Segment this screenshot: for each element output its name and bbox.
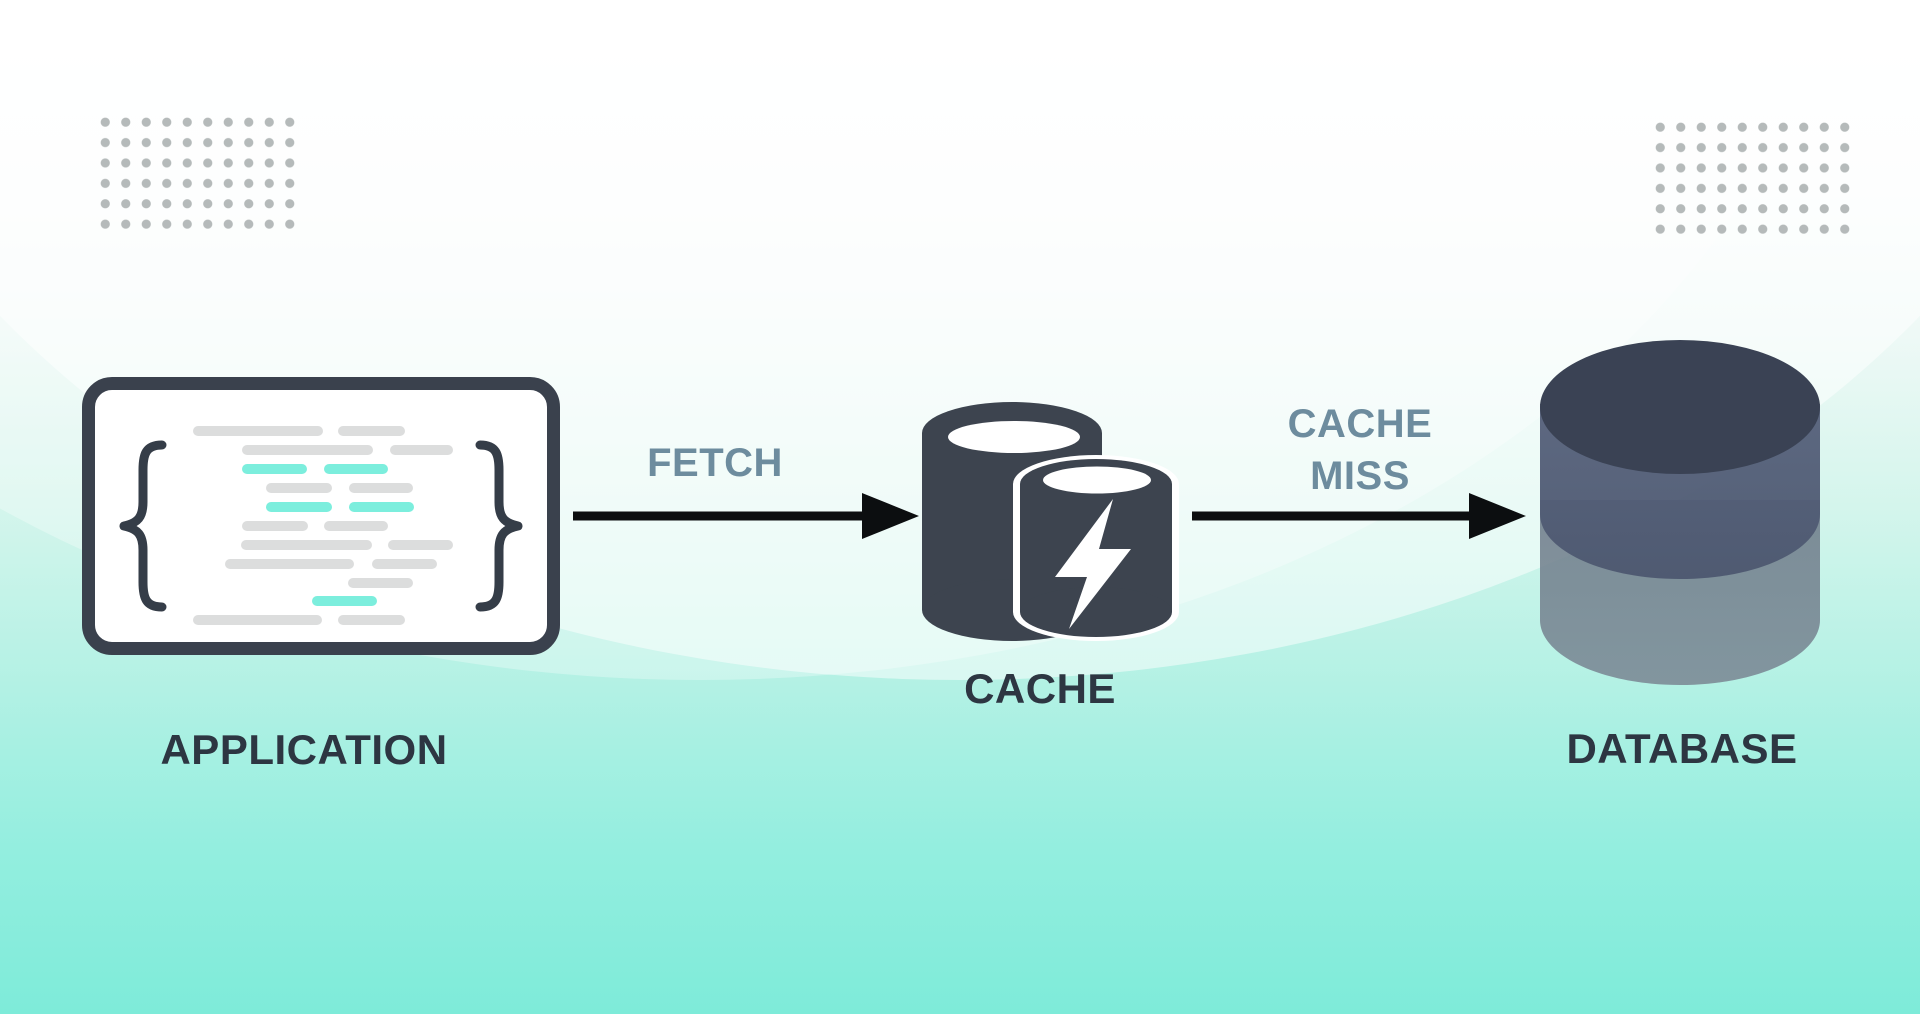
code-line-bar [338, 426, 405, 436]
left-brace-icon [119, 440, 167, 612]
cache-cylinders-lightning-icon [922, 402, 1179, 641]
cache-miss-arrow [1192, 493, 1526, 539]
dot-grid-left [95, 112, 296, 234]
database-label: DATABASE [1566, 725, 1798, 772]
dot-grid-right [1650, 117, 1851, 239]
application-node code-window-icon [82, 377, 560, 655]
cache-label: CACHE [964, 665, 1116, 712]
code-line-bar [193, 426, 323, 436]
code-line-bar [388, 540, 453, 550]
code-line-bar [348, 578, 413, 588]
cache-miss-edge-label: CACHE MISS [1287, 402, 1433, 498]
code-line-bar [312, 596, 377, 606]
code-line-bar [242, 464, 307, 474]
code-line-bar [324, 521, 388, 531]
code-line-bar [324, 464, 388, 474]
lightning-bolt-icon [1055, 499, 1131, 629]
stacked-database-cylinder-icon [1540, 340, 1820, 685]
code-line-bar [390, 445, 453, 455]
code-line-bar [349, 502, 414, 512]
code-line-bar [372, 559, 437, 569]
code-line-bar [266, 483, 332, 493]
code-line-bar [225, 559, 354, 569]
code-lines [95, 390, 547, 642]
code-line-bar [242, 445, 373, 455]
code-line-bar [349, 483, 413, 493]
code-line-bar [241, 540, 372, 550]
right-brace-icon [475, 440, 523, 612]
code-line-bar [193, 615, 322, 625]
fetch-arrow [573, 493, 919, 539]
code-line-bar [338, 615, 405, 625]
application-label: APPLICATION [160, 726, 448, 773]
fetch-edge-label: FETCH [647, 441, 783, 485]
code-line-bar [266, 502, 332, 512]
code-line-bar [242, 521, 308, 531]
